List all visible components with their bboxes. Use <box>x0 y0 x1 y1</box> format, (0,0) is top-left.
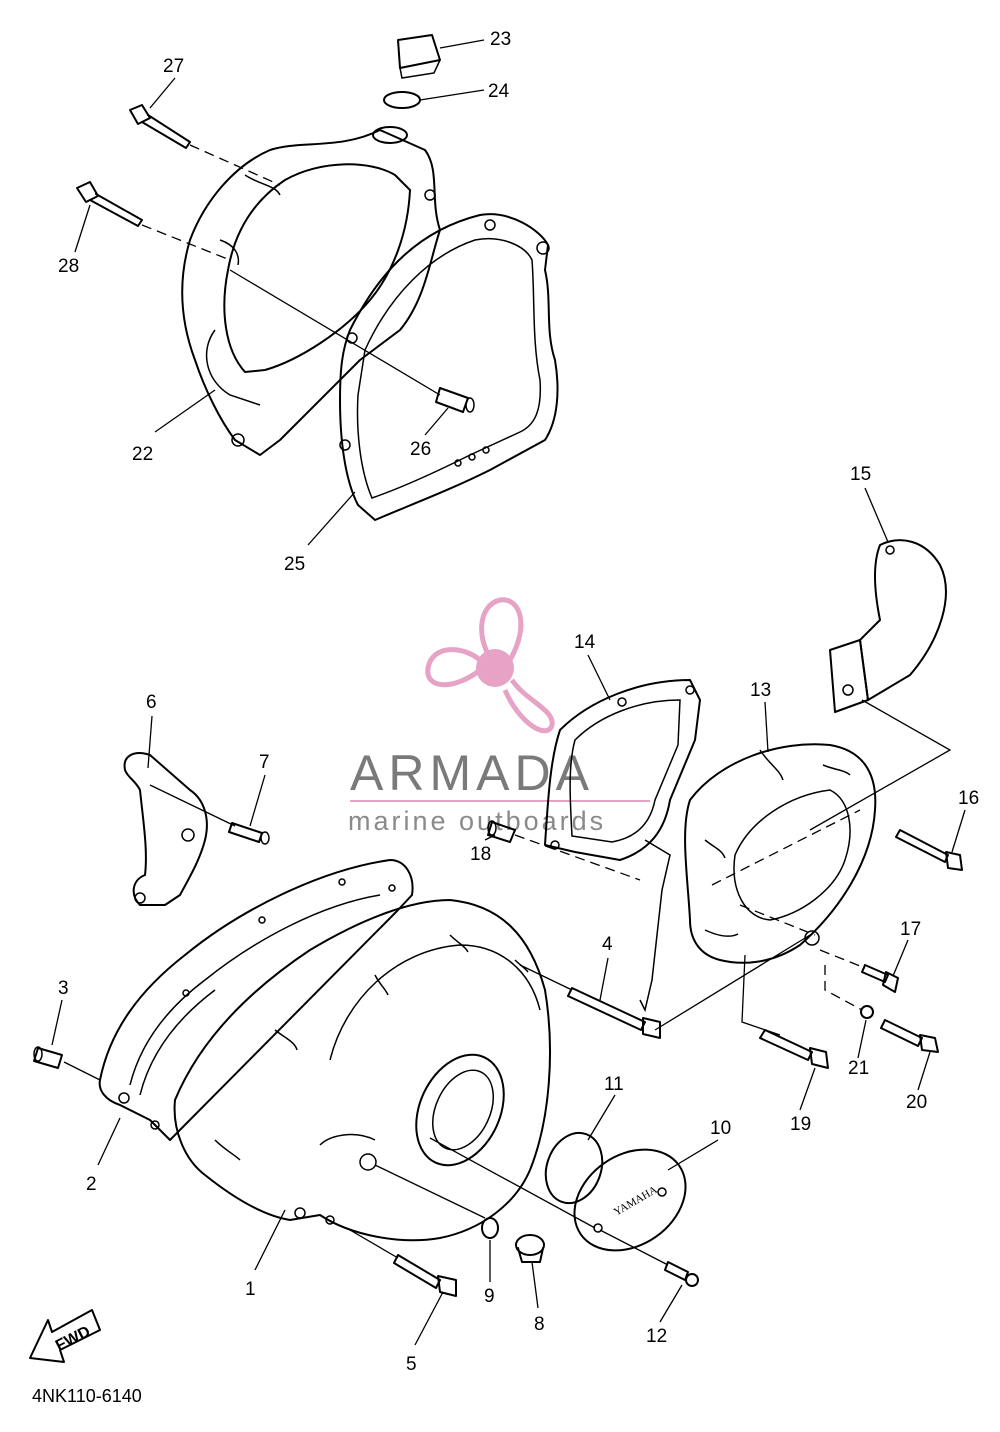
part-8-plug <box>515 1234 545 1263</box>
connector-10-1 <box>429 1137 596 1229</box>
callout-6: 6 <box>146 692 157 713</box>
part-5-bolt <box>393 1254 457 1297</box>
alignment-line-21 <box>824 965 863 1011</box>
direction-marker: FWD <box>29 1309 101 1363</box>
part-17-bolt <box>861 964 899 993</box>
callout-12: 12 <box>646 1326 667 1347</box>
cover-stamp: YAMAHA <box>612 1184 660 1219</box>
part-2-gasket <box>98 859 414 1141</box>
callout-23: 23 <box>490 29 511 50</box>
callout-28: 28 <box>58 256 79 277</box>
part-18-dowel <box>487 820 516 843</box>
callout-3: 3 <box>58 978 69 999</box>
callout-25: 25 <box>284 554 305 575</box>
connector-3 <box>63 1061 101 1081</box>
callout-5: 5 <box>406 1354 417 1375</box>
callout-22: 22 <box>132 444 153 465</box>
part-22-housing <box>181 129 441 456</box>
watermark: ARMADA marine outboards <box>348 597 650 836</box>
part-20-bolt <box>880 1019 939 1053</box>
connector-4-case <box>519 964 573 991</box>
callout-18: 18 <box>470 844 491 865</box>
alignment-line-16 <box>711 809 861 886</box>
propeller-logo-icon <box>425 597 555 734</box>
part-21-washer <box>860 1005 874 1019</box>
part-28-bolt <box>76 181 143 227</box>
watermark-name: ARMADA <box>350 745 594 801</box>
alignment-line-13 <box>739 904 816 936</box>
part-14-gasket <box>544 679 701 861</box>
callout-17: 17 <box>900 919 921 940</box>
callout-15: 15 <box>850 464 871 485</box>
watermark-rule <box>350 800 650 802</box>
callout-27: 27 <box>163 56 184 77</box>
part-12-screw <box>664 1261 699 1287</box>
part-6-bracket <box>123 752 208 906</box>
callout-16: 16 <box>958 788 979 809</box>
part-3-dowel <box>33 1046 63 1069</box>
alignment-line-26 <box>229 269 441 396</box>
housing-port <box>372 126 408 144</box>
part-25-gasket <box>339 213 559 521</box>
arrow-left-icon <box>29 1309 101 1363</box>
connector-5 <box>349 1229 399 1259</box>
part-19-bolt <box>759 1029 829 1069</box>
callout-9: 9 <box>484 1286 495 1307</box>
connector-4 <box>654 934 811 1031</box>
callout-2: 2 <box>86 1174 97 1195</box>
part-11-o-ring <box>544 1131 604 1205</box>
callout-labels: 1 2 3 4 5 6 7 8 9 10 11 12 13 14 15 16 1… <box>58 29 979 1375</box>
callout-14: 14 <box>574 632 596 653</box>
part-26-dowel <box>435 387 475 413</box>
diagram-code: 4NK110-6140 <box>32 1386 142 1406</box>
part-24-o-ring <box>383 91 421 109</box>
connector-6-7 <box>149 784 236 827</box>
callout-21: 21 <box>848 1058 869 1079</box>
part-27-bolt <box>129 104 191 149</box>
alignment-line-17 <box>819 949 866 969</box>
watermark-tagline: marine outboards <box>348 806 606 836</box>
connector-12-10 <box>599 1229 669 1266</box>
part-9-washer <box>481 1217 499 1239</box>
part-16-bolt <box>895 829 963 871</box>
callout-leaders <box>51 39 966 1346</box>
part-1-case-cover <box>150 899 551 1242</box>
callout-4: 4 <box>602 934 613 955</box>
callout-10: 10 <box>710 1118 731 1139</box>
part-4-bolt <box>567 987 661 1039</box>
callout-8: 8 <box>534 1314 545 1335</box>
part-13-cover <box>639 743 877 1013</box>
callout-24: 24 <box>488 81 510 102</box>
callout-13: 13 <box>750 680 771 701</box>
callout-26: 26 <box>410 439 431 460</box>
part-7-bolt <box>228 822 270 845</box>
alignment-line-27 <box>189 144 281 186</box>
part-15-bracket <box>829 539 947 713</box>
callout-11: 11 <box>604 1074 624 1095</box>
alignment-line-18 <box>514 834 641 881</box>
connector-15-16 <box>809 699 952 831</box>
callout-19: 19 <box>790 1114 811 1135</box>
callout-7: 7 <box>259 752 270 773</box>
callout-1: 1 <box>245 1279 256 1300</box>
callout-20: 20 <box>906 1092 927 1113</box>
part-10-cover: YAMAHA <box>573 1148 687 1252</box>
connector-9 <box>374 1164 486 1219</box>
part-23-filler-cap <box>397 34 441 79</box>
connector-19 <box>741 954 781 1036</box>
